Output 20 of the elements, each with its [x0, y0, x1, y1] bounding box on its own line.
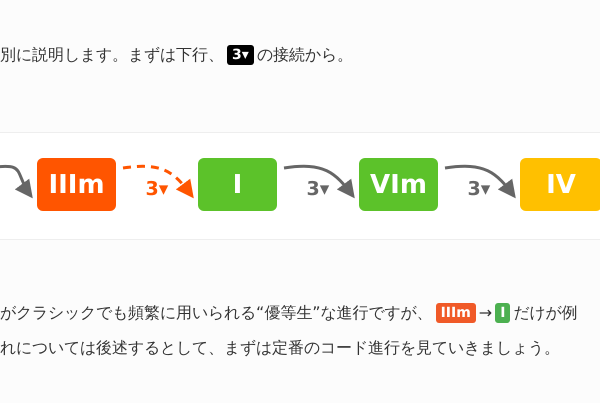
edge-label: 3▾ [146, 178, 168, 200]
body-text: だけが例 [513, 303, 578, 323]
arrow [0, 164, 33, 198]
chord-badge: I [495, 303, 510, 323]
arrow [444, 164, 516, 198]
chord-box: VIm [359, 158, 438, 211]
body-text: がクラシックでも頻繁に用いられる“優等生”な進行ですが、 [0, 303, 433, 323]
body-text: → [478, 303, 492, 323]
chord-box: I [198, 158, 277, 211]
chord-box: IIIm [37, 158, 116, 211]
body-text: の接続から。 [256, 45, 353, 65]
arrow [122, 164, 194, 198]
edge-label: 3▾ [468, 178, 490, 200]
edge-label: 3▾ [306, 178, 330, 200]
body-text: れについては後述するとして、まずは定番のコード進行を見ていきましょう。 [0, 338, 560, 358]
chord-badge: IIIm [436, 303, 476, 323]
chord-box: IV [520, 158, 600, 211]
body-text: 別に説明します。まずは下行、 [0, 45, 224, 65]
arrow [284, 164, 355, 198]
chord-badge: 3▾ [227, 45, 254, 65]
